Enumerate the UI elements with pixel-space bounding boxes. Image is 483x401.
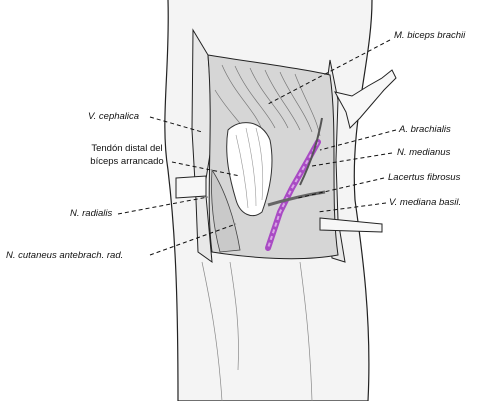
label-a-brachialis: A. brachialis (399, 124, 451, 135)
leader-a-brachialis (319, 129, 397, 151)
label-tendon-line1: Tendón distal del (91, 143, 163, 154)
label-n-medianus: N. medianus (397, 147, 451, 158)
leader-lines (117, 39, 397, 256)
label-v-cephalica: V. cephalica (88, 111, 140, 122)
brachialis-muscle (211, 168, 241, 253)
leader-n-cutaneus (149, 223, 237, 256)
label-tendon-line2: bíceps arrancado (90, 156, 164, 167)
torn-biceps-tendon (226, 122, 273, 216)
leader-lacertus (297, 177, 385, 199)
retractor-left (175, 175, 207, 199)
retractor-hand-top (334, 69, 397, 129)
label-lacertus-fibrosus: Lacertus fibrosus (388, 172, 461, 183)
label-biceps-brachii: M. biceps brachii (394, 30, 466, 41)
forearm-contours (201, 261, 313, 401)
brachial-artery (299, 117, 323, 186)
tendon-fibers (235, 127, 264, 209)
leader-tendon (171, 161, 241, 177)
label-n-radialis: N. radialis (70, 208, 113, 219)
biceps-muscle-fibers (214, 64, 321, 141)
retractor-right (319, 217, 383, 233)
median-nerve-highlight (267, 141, 319, 249)
leader-v-mediana (317, 202, 387, 213)
leader-v-cephalica (149, 116, 203, 133)
leader-biceps-brachii (267, 39, 391, 105)
leader-n-radialis (117, 196, 209, 215)
label-v-mediana-basil: V. mediana basil. (389, 197, 462, 208)
label-n-cutaneus: N. cutaneus antebrach. rad. (6, 250, 124, 261)
